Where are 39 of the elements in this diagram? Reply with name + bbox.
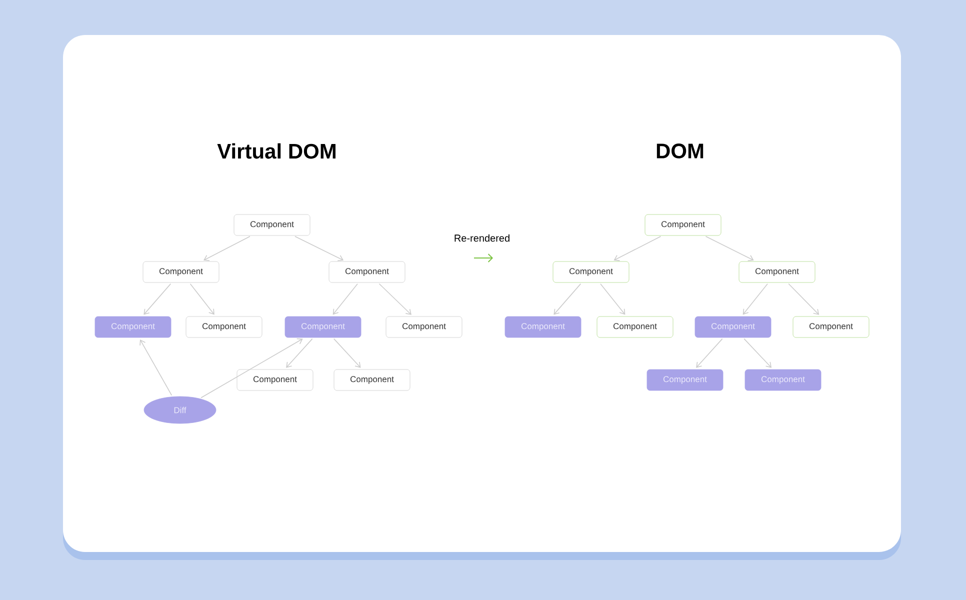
component-box: Component [738,261,816,283]
arrow [144,283,172,315]
component-box: Component [504,316,582,338]
component-box: Component [234,214,310,236]
component-box: Component [792,316,870,338]
arrow [286,338,313,368]
component-box: Component [142,261,220,283]
component-box: Component [328,261,406,283]
arrow [788,283,820,315]
component-box: Component [744,369,822,391]
arrow [200,338,303,398]
arrow [140,339,172,396]
component-box: Component [236,369,314,391]
heading: Virtual DOM [217,143,336,159]
component-box: Component [386,316,462,338]
arrow [378,283,412,315]
arrow [332,283,358,315]
component-box: Component [334,369,410,391]
component-box: Component [646,369,724,391]
arrow [600,283,626,315]
component-box: Component [552,261,630,283]
component-box: Component [596,316,674,338]
arrow [696,338,723,368]
arrow [334,338,361,368]
arrow [190,283,214,315]
arrow [705,236,754,262]
arrow [203,236,250,262]
component-box: Component [94,316,172,338]
component-box: Component [186,316,262,338]
component-box: Component [694,316,772,338]
arrow [744,338,772,368]
arrow [294,236,344,262]
arrow [614,236,662,262]
component-box: Component [284,316,362,338]
heading: DOM [656,144,704,158]
arrow-label: Re-rendered [454,234,510,242]
arrow [742,283,768,315]
component-box: Component [644,214,722,236]
arrow [554,283,582,315]
